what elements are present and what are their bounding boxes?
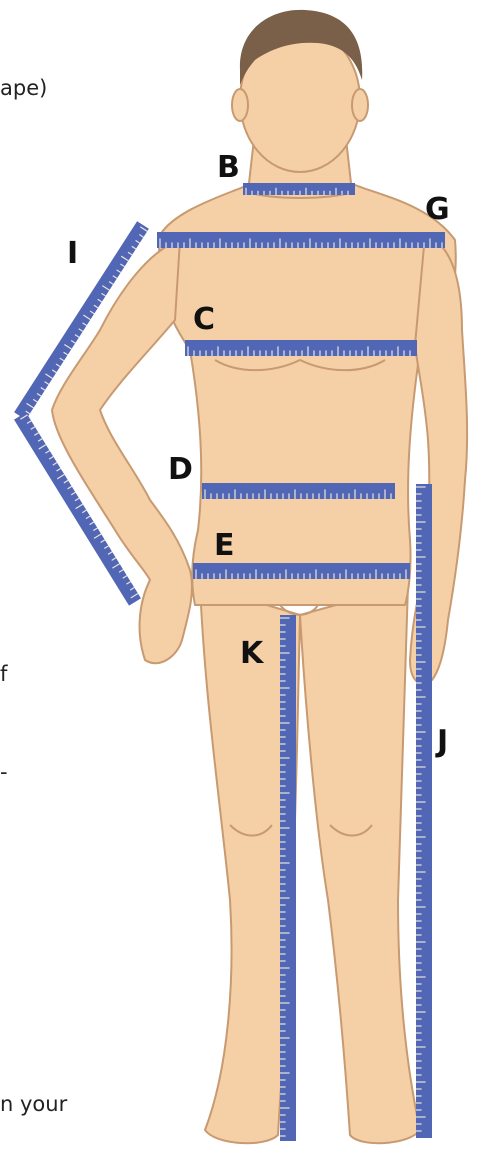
ear-right: [352, 89, 368, 121]
label-i: I: [67, 236, 78, 271]
label-e: E: [214, 528, 235, 563]
tape-b: [243, 183, 355, 195]
cut-text-top: ape): [0, 76, 47, 100]
cut-text-mid-2: -: [0, 760, 8, 784]
label-c: C: [193, 302, 215, 337]
right-leg: [300, 585, 420, 1143]
ear-left: [232, 89, 248, 121]
label-k: K: [240, 636, 263, 671]
tape-c: [185, 340, 417, 356]
label-j: J: [437, 724, 448, 759]
tape-k: [280, 615, 296, 1141]
cut-text-bottom: n your: [0, 1092, 67, 1116]
label-d: D: [168, 452, 193, 487]
tape-d: [202, 483, 395, 499]
tape-g: [157, 232, 445, 248]
label-g: G: [425, 192, 450, 227]
cut-text-mid-1: f: [0, 662, 7, 686]
label-b: B: [217, 150, 240, 185]
